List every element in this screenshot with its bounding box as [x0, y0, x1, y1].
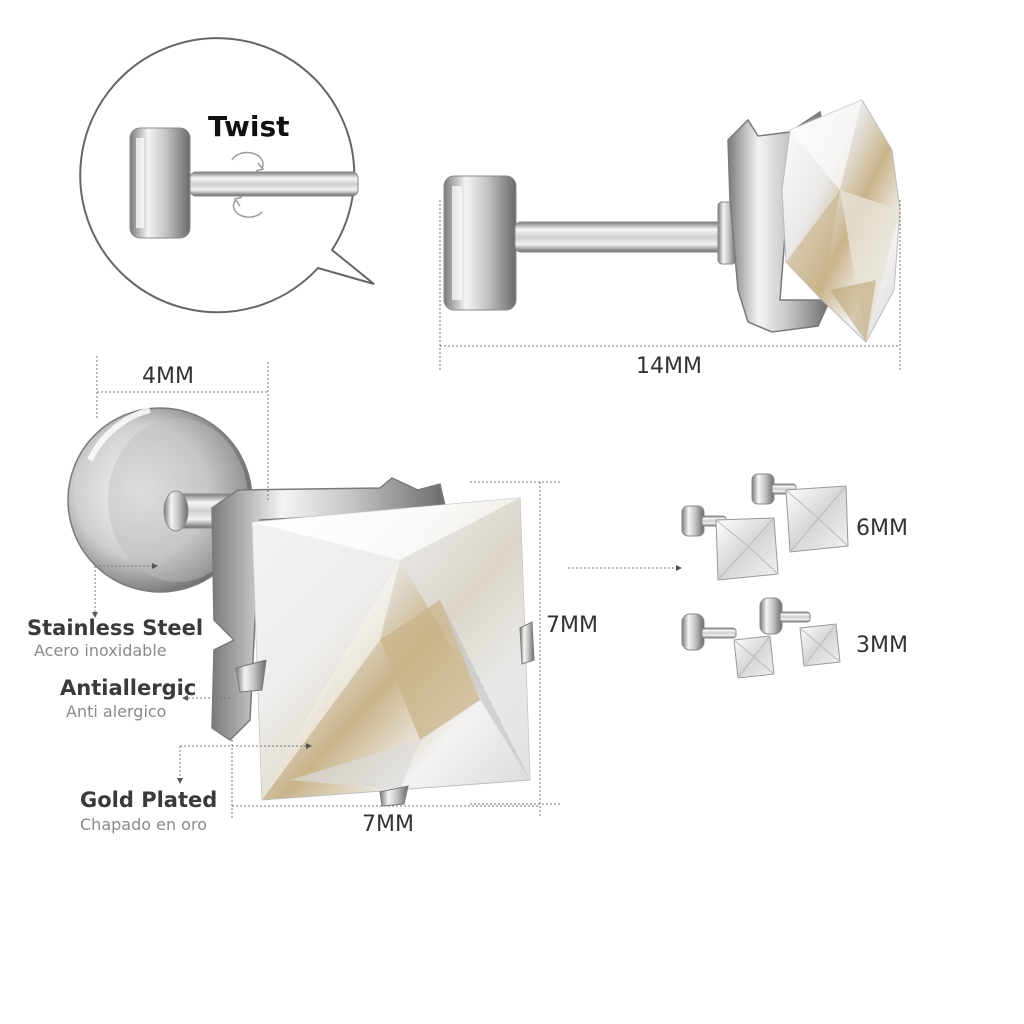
feature-stainless-steel-subtitle: Acero inoxidable	[34, 641, 167, 660]
length-dimension-label: 14MM	[636, 354, 702, 379]
size-variant-6mm	[681, 473, 849, 581]
twist-label: Twist	[208, 110, 290, 143]
back-width-dimension-label: 4MM	[142, 364, 194, 389]
feature-stainless-steel-title: Stainless Steel	[27, 616, 204, 640]
stone-width-dimension-label: 7MM	[362, 812, 414, 837]
rotate-arrows-icon	[231, 151, 265, 218]
front-view-earring	[67, 407, 535, 807]
size-variants-arrow	[568, 565, 682, 571]
size-3mm-label: 3MM	[856, 633, 908, 658]
feature-antiallergic-title: Antiallergic	[60, 676, 197, 700]
size-variant-3mm	[681, 597, 841, 679]
stone-height-dimension-guides	[470, 481, 560, 818]
back-width-dimension-guides	[96, 356, 269, 500]
feature-antiallergic-subtitle: Anti alergico	[66, 702, 167, 721]
stone-height-dimension-label: 7MM	[546, 613, 598, 638]
twist-callout-bubble	[79, 37, 375, 314]
feature-gold-plated-title: Gold Plated	[80, 788, 218, 812]
feature-pointer-lines	[94, 565, 306, 780]
side-view-earring	[443, 99, 901, 343]
stone-width-dimension-guides	[231, 740, 540, 818]
feature-gold-plated-subtitle: Chapado en oro	[80, 815, 207, 834]
pointer-arrowheads	[92, 563, 312, 784]
length-dimension-guides	[439, 200, 901, 370]
size-6mm-label: 6MM	[856, 516, 908, 541]
